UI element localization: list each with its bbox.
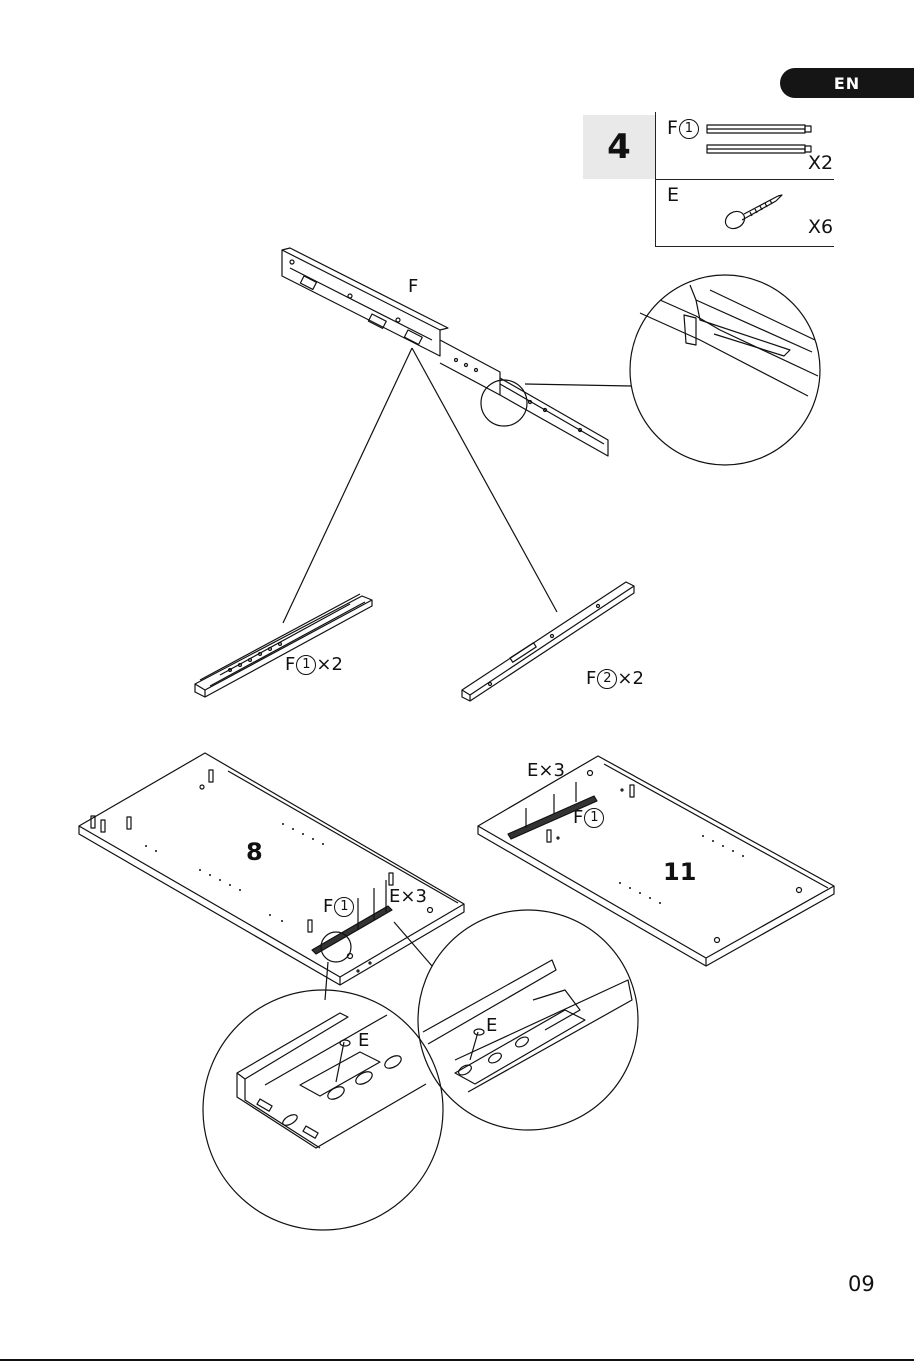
rail-part-icon (707, 125, 811, 153)
detail-left-screw-label: E (358, 1030, 369, 1051)
latch-detail-circle (630, 275, 820, 465)
panel8-screw-label: E×3 (389, 886, 427, 907)
screw-part-icon (722, 195, 782, 232)
panel-8-number: 8 (246, 838, 263, 866)
slide-assembly-label: F (408, 276, 418, 297)
drawer-slide-assembly (282, 248, 608, 456)
panel-11-number: 11 (663, 858, 696, 886)
screw-detail-left (203, 990, 443, 1230)
panel11-screw-label: E×3 (527, 760, 565, 781)
screw-detail-right (418, 910, 638, 1130)
panel-8 (79, 753, 464, 985)
detail-right-screw-label: E (486, 1015, 497, 1036)
panel-11 (478, 756, 834, 966)
bottom-rule (0, 1359, 914, 1361)
page-number: 09 (848, 1272, 875, 1296)
inner-rail (195, 594, 372, 697)
